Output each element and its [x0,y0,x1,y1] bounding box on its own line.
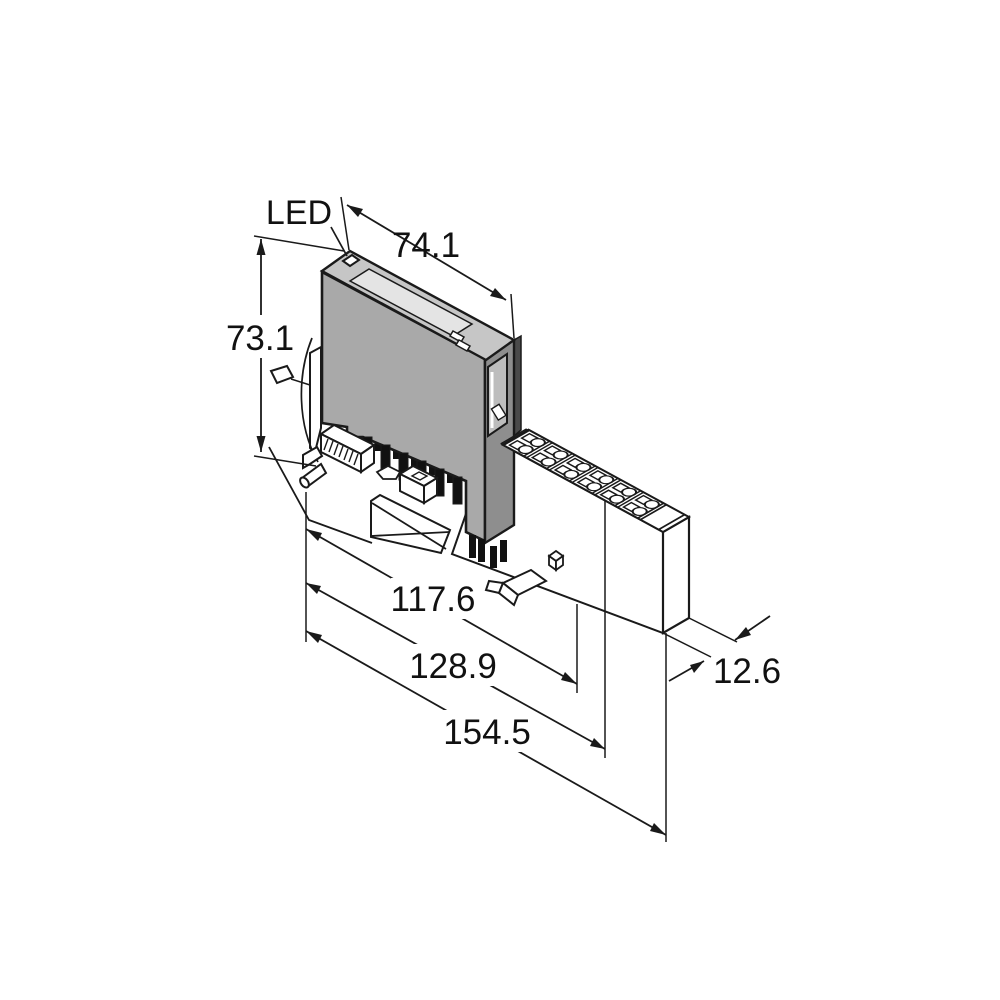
terminal-band [499,427,692,534]
band-end-separator [637,502,686,531]
dim-length-inner-label: 117.6 [391,580,476,619]
terminal-band-face [500,428,692,534]
dimension-text-backgrounds [222,315,531,752]
rail-release-latch [370,493,452,555]
rail-clip [484,568,548,607]
dim-height-label: 73.1 [226,319,294,358]
dim-thickness-label: 12.6 [713,652,781,691]
bus-pins-right [469,535,507,568]
led-window [341,253,361,268]
dim-length-total-label: 154.5 [443,713,531,752]
base-end-face [661,515,691,635]
electronic-module [269,249,522,568]
connector-hook [302,445,324,470]
dimensions: LED 74.1 73.1 117.6 128.9 154.5 12.6 [222,194,781,842]
foot-tab [375,464,402,480]
left-side-lock [269,337,322,463]
led-label: LED [266,194,332,232]
foot-box [397,464,440,505]
base-break-line [268,446,373,544]
led-leader-line [330,226,348,257]
witness-lines [253,196,738,842]
dim-width-label: 74.1 [392,226,460,265]
dimension-arrows [256,205,751,835]
top-connector-detail [448,329,472,353]
left-latch-hook [269,364,295,385]
guide-pin [299,462,328,489]
base-cube-detail [547,549,565,572]
base-connector-block [302,423,376,474]
label-strip [348,268,474,337]
dim-length-mid-label: 128.9 [409,647,497,686]
release-latch [487,352,508,438]
